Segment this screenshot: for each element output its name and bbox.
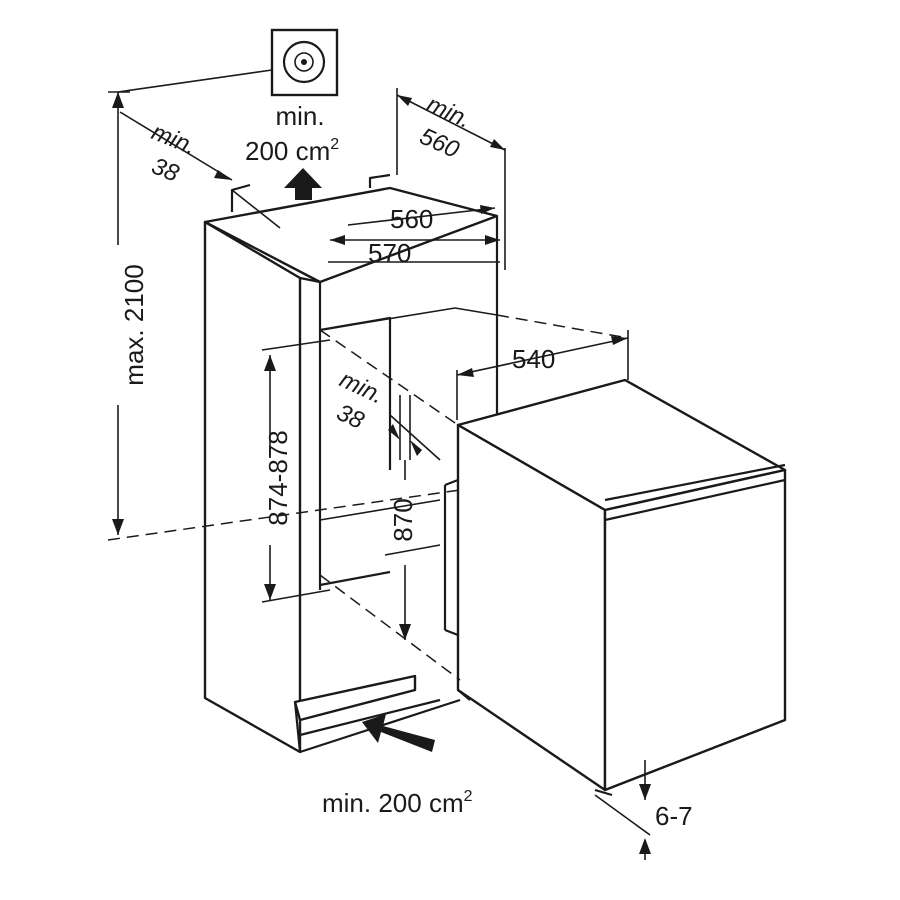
max-height-label: max. 2100 xyxy=(119,264,149,385)
airflow-in-arrow-icon xyxy=(362,714,435,752)
depth-min-dimension xyxy=(396,88,506,270)
airflow-up-arrow-icon xyxy=(284,168,322,200)
gap-dimension xyxy=(594,760,651,860)
top-clearance-min-label: min. xyxy=(148,119,200,161)
niche-width-dimension xyxy=(328,205,500,263)
appliance-depth-label: 540 xyxy=(512,344,555,374)
top-vent-opening xyxy=(230,173,391,229)
bottom-vent-label: min. 200 cm2 xyxy=(322,788,473,818)
top-clearance-value-label: 38 xyxy=(148,153,183,188)
appliance-height-dimension xyxy=(319,460,461,681)
side-clearance-dimension xyxy=(319,329,459,461)
vent-grille-icon xyxy=(117,28,339,97)
niche-height-label: 874-878 xyxy=(263,430,293,525)
top-vent-value-label: 200 cm2 xyxy=(245,136,339,166)
side-clearance-value-label: 38 xyxy=(332,399,368,435)
appliance-body xyxy=(443,378,787,797)
niche-outer-width-label: 570 xyxy=(368,238,411,268)
cabinet-housing xyxy=(203,186,499,754)
top-vent-min-label: min. xyxy=(275,101,324,131)
max-height-dimension xyxy=(107,91,461,541)
gap-label: 6-7 xyxy=(655,801,693,831)
niche-inner-width-label: 560 xyxy=(390,204,433,234)
appliance-height-label: 870 xyxy=(388,498,418,541)
niche-height-dimension xyxy=(261,339,441,603)
top-clearance-dimension xyxy=(119,111,233,181)
appliance-depth-dimension xyxy=(456,314,629,420)
